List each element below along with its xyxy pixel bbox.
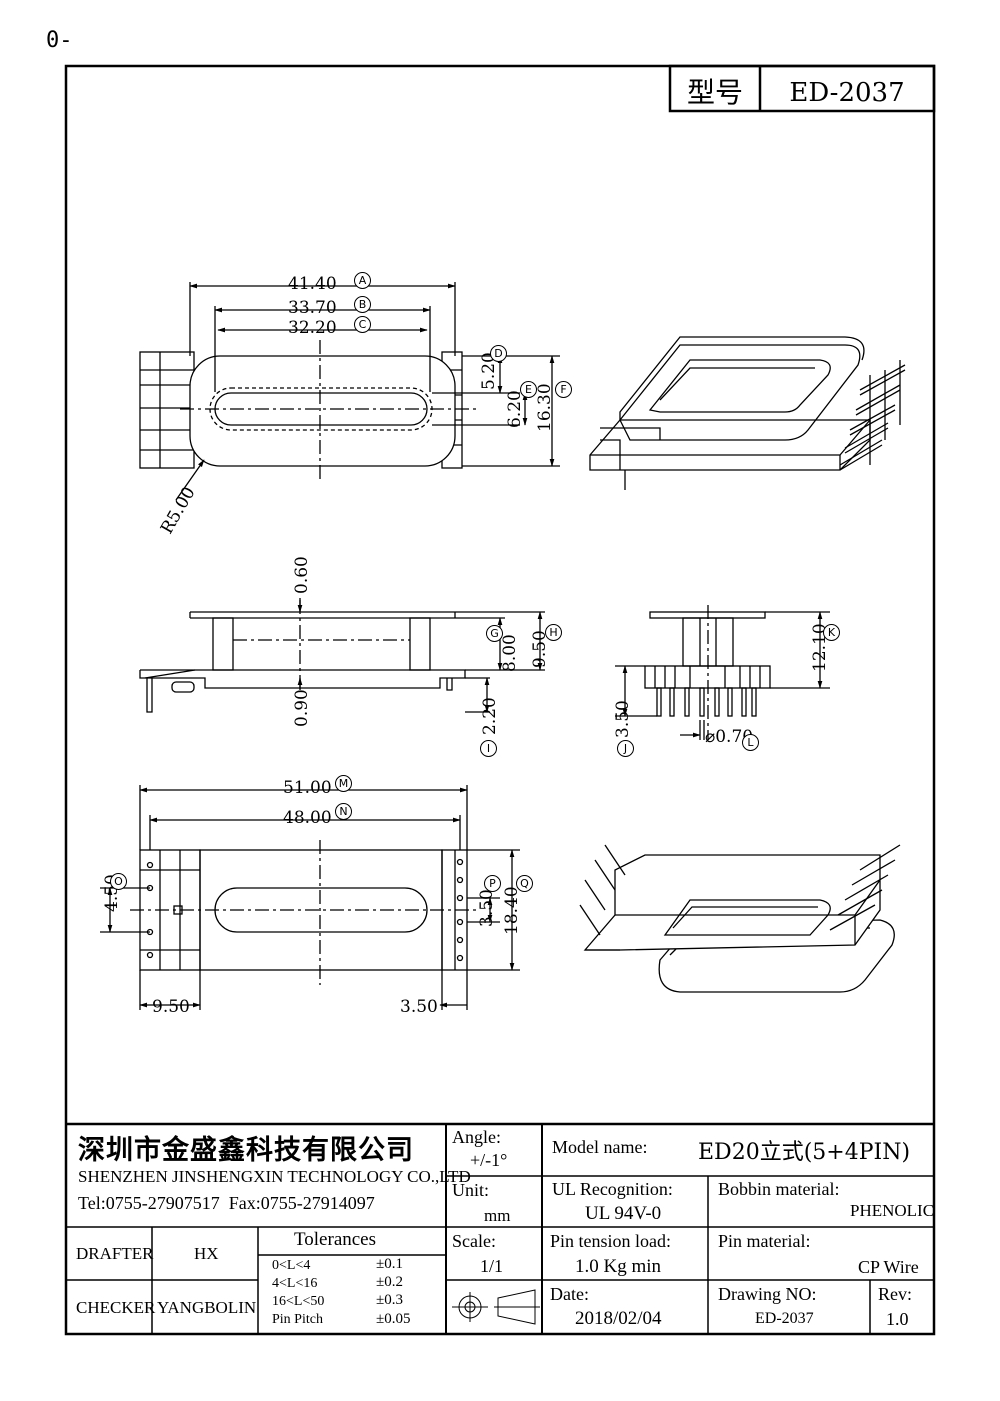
- side-view-labels: 0.60 0.90 8.00 9.50 2.20: [292, 556, 550, 735]
- checker-label: CHECKER: [76, 1298, 156, 1317]
- angle-label: Angle:: [452, 1127, 501, 1147]
- tolerances-title: Tolerances: [294, 1229, 377, 1250]
- pin-tension-label: Pin tension load:: [550, 1231, 671, 1251]
- corner-label: 0-: [46, 28, 73, 53]
- drafter-value: HX: [194, 1244, 219, 1263]
- ref-tag-n: N: [335, 803, 352, 820]
- model-header-box: [668, 64, 936, 113]
- dim-950: 9.50: [152, 997, 190, 1017]
- dim-m: 51.00: [283, 778, 332, 798]
- ref-tag-m: M: [335, 775, 352, 792]
- ref-tag-b: B: [354, 296, 371, 313]
- date-label: Date:: [550, 1284, 589, 1304]
- drawing-no-value: ED-2037: [755, 1310, 814, 1327]
- dim-j: 3.50: [613, 700, 633, 738]
- dim-i: 2.20: [480, 697, 500, 735]
- model-header-label: 型号: [687, 76, 743, 109]
- end-view-labels: 12.10 3.50 ⌀0.70: [613, 623, 830, 747]
- rev-label: Rev:: [878, 1284, 912, 1304]
- ref-tag-j: J: [617, 740, 634, 757]
- tolerance-range-2: 16<L<50: [272, 1294, 325, 1309]
- ref-tag-h: H: [545, 624, 562, 641]
- scale-value: 1/1: [480, 1256, 504, 1276]
- tolerance-range-3: Pin Pitch: [272, 1312, 323, 1327]
- checker-value: YANGBOLIN: [157, 1298, 257, 1317]
- ref-tag-d: D: [490, 345, 507, 362]
- company-name-en: SHENZHEN JINSHENGXIN TECHNOLOGY CO.,LTD: [78, 1167, 471, 1186]
- bottom-view-labels: 51.00 48.00 4.50 3.50 18.40 9.50 3.50: [102, 778, 522, 1017]
- model-header-value: ED-2037: [789, 78, 904, 108]
- ref-tag-l: L: [742, 734, 759, 751]
- ref-tag-q: Q: [516, 875, 533, 892]
- company-contact: Tel:0755-27907517 Fax:0755-27914097: [78, 1193, 375, 1213]
- dim-f: 16.30: [535, 383, 555, 432]
- iso-view-bottom: [579, 844, 901, 993]
- angle-value: +/-1°: [470, 1150, 508, 1170]
- title-block-lines: [66, 1122, 934, 1334]
- dim-090: 0.90: [292, 689, 312, 727]
- pin-tension-value: 1.0 Kg min: [575, 1256, 662, 1277]
- dim-a: 41.40: [288, 274, 337, 294]
- ref-tag-o: O: [110, 873, 127, 890]
- unit-value: mm: [484, 1206, 511, 1225]
- ref-tag-a: A: [354, 272, 371, 289]
- ul-recognition-value: UL 94V-0: [585, 1203, 662, 1224]
- drawing-no-label: Drawing NO:: [718, 1284, 817, 1304]
- dim-q: 18.40: [502, 886, 522, 935]
- tolerance-value-1: ±0.2: [376, 1274, 403, 1290]
- side-view: [139, 598, 545, 713]
- bobbin-material-label: Bobbin material:: [718, 1179, 840, 1199]
- dim-p: 3.50: [477, 889, 497, 927]
- dim-g: 8.00: [500, 634, 520, 672]
- unit-label: Unit:: [452, 1180, 490, 1200]
- drafter-label: DRAFTER: [76, 1244, 154, 1263]
- ref-tag-i: I: [480, 740, 497, 757]
- end-view: [615, 605, 830, 740]
- model-name-value: ED20立式(5+4PIN): [698, 1140, 911, 1165]
- top-view: [139, 282, 560, 501]
- ref-tag-p: P: [484, 875, 501, 892]
- pin-material-label: Pin material:: [718, 1231, 811, 1251]
- company-name-cn: 深圳市金盛鑫科技有限公司: [78, 1135, 414, 1166]
- dim-radius: R5.00: [157, 484, 200, 538]
- dim-h: 9.50: [530, 630, 550, 668]
- dim-l: ⌀0.70: [705, 727, 753, 747]
- tolerance-range-0: 0<L<4: [272, 1258, 311, 1273]
- ref-tag-g: G: [486, 625, 503, 642]
- bottom-view: [100, 785, 520, 1010]
- dim-c: 32.20: [288, 318, 337, 338]
- dim-b: 33.70: [288, 298, 337, 318]
- ref-tag-k: K: [823, 624, 840, 641]
- bobbin-material-value: PHENOLIC: [850, 1201, 935, 1220]
- dim-n: 48.00: [283, 808, 332, 828]
- ref-tag-e: E: [520, 381, 537, 398]
- sheet-border: [64, 64, 936, 1336]
- scale-label: Scale:: [452, 1231, 496, 1251]
- tolerance-value-0: ±0.1: [376, 1256, 403, 1272]
- rev-value: 1.0: [886, 1309, 909, 1329]
- pin-material-value: CP Wire: [858, 1257, 919, 1277]
- tolerance-value-3: ±0.05: [376, 1311, 411, 1327]
- dim-d: 5.20: [479, 352, 499, 390]
- tolerance-range-1: 4<L<16: [272, 1276, 318, 1291]
- model-name-label: Model name:: [552, 1137, 648, 1157]
- ref-tag-f: F: [555, 381, 572, 398]
- dim-060: 0.60: [292, 556, 312, 594]
- iso-view-top: [589, 336, 906, 490]
- dim-e: 6.20: [505, 390, 525, 428]
- ul-recognition-label: UL Recognition:: [552, 1179, 673, 1199]
- dim-350: 3.50: [400, 997, 438, 1017]
- ref-tag-c: C: [354, 316, 371, 333]
- tolerance-value-2: ±0.3: [376, 1292, 403, 1308]
- date-value: 2018/02/04: [575, 1308, 662, 1329]
